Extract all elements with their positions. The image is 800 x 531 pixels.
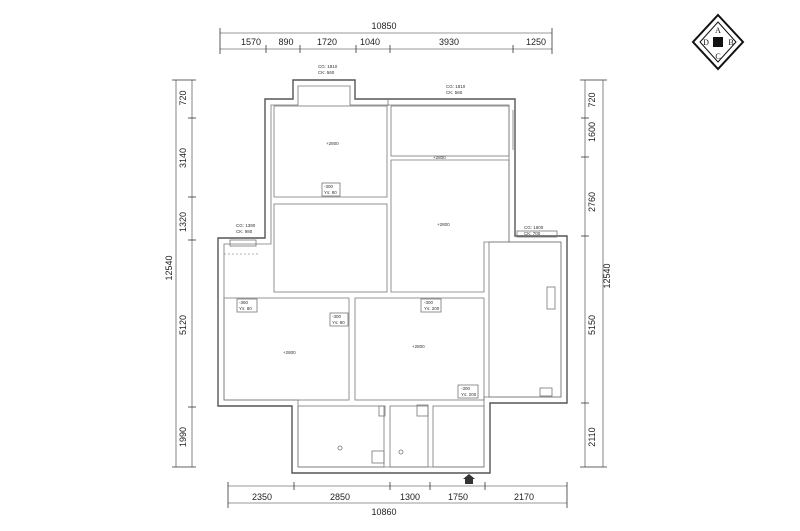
inner-wall-outline: [223, 85, 562, 468]
bottom-dimension-1: 2350: [252, 492, 272, 502]
right-dimension-1: 720: [587, 92, 597, 107]
balcony-top: [390, 105, 510, 157]
elevation-mark-4: +2800: [283, 350, 296, 355]
right-dimension-5: 2110: [587, 427, 597, 446]
compass-center-label: B: [728, 38, 733, 47]
beam-label-3-line2: Ys: 80: [332, 320, 345, 325]
top-dimension-5: 3930: [439, 37, 459, 47]
bathroom-left: [297, 405, 385, 468]
top-dimension-3: 1720: [317, 37, 337, 47]
beam-label-5-line1: -300: [461, 386, 471, 391]
room-middle-left: [273, 203, 388, 293]
window-label-1-line2: CK: 560: [318, 70, 335, 75]
bathroom-middle: [389, 405, 429, 468]
drain-middle: [398, 449, 404, 455]
bathroom-right: [432, 405, 485, 468]
top-dimension-1: 1570: [241, 37, 261, 47]
window-label-2-line1: CG: 1810: [446, 84, 466, 89]
elevation-mark-5: +2800: [412, 344, 425, 349]
top-dimension-2: 890: [278, 37, 293, 47]
top-dimension-chain: 10850 1570 890 1720 1040 3930 1250: [219, 21, 553, 54]
beam-label-3-line1: -300: [332, 314, 342, 319]
window-label-1-line1: CG: 1810: [318, 64, 338, 69]
bottom-dimension-4: 1750: [448, 492, 468, 502]
window-frame-right: [516, 230, 558, 238]
elevation-mark-3: +2800: [437, 222, 450, 227]
beam-label-5-line2: Ys: 200: [461, 392, 477, 397]
right-dimension-2: 1600: [587, 122, 597, 142]
left-total-dimension: 12540: [164, 255, 174, 280]
elevation-mark-1: +2800: [326, 141, 339, 146]
left-dimension-3: 1320: [178, 212, 188, 232]
elevation-mark-2: +2800: [433, 155, 446, 160]
window-label-4-line1: CG: 1600: [524, 225, 544, 230]
fixture-bath-right: [416, 404, 429, 417]
fixture-bath-top: [378, 405, 386, 417]
bottom-total-dimension: 10860: [371, 507, 396, 517]
window-frame-left: [229, 239, 257, 247]
right-total-dimension: 12540: [602, 263, 612, 288]
window-label-3-line1: CG: 1390: [236, 223, 256, 228]
left-dimension-1: 720: [178, 90, 188, 105]
beam-label-2-line1: -360: [239, 300, 249, 305]
elevation-marks: +2800 +2800 +2800 +2800 +2800: [283, 141, 450, 355]
bottom-dimension-3: 1300: [400, 492, 420, 502]
outer-wall-outline: [217, 79, 568, 474]
compass-icon: A D B C: [691, 13, 745, 71]
beam-label-1-line2: Ys: 80: [324, 190, 337, 195]
bottom-dimension-2: 2850: [330, 492, 350, 502]
left-dimension-2: 3140: [178, 148, 188, 168]
window-label-3-line2: CK: 980: [236, 229, 253, 234]
right-dimension-4: 5150: [587, 315, 597, 335]
left-dimension-4: 5120: [178, 315, 188, 335]
compass-bottom-label: C: [715, 52, 720, 61]
bottom-dimension-5: 2170: [514, 492, 534, 502]
fixture-bath-left: [371, 450, 385, 464]
living-room-outline: [390, 159, 510, 293]
compass-top-label: A: [715, 26, 721, 35]
compass-left-label: D: [703, 38, 709, 47]
bottom-dimension-chain: 2350 2850 1300 1750 2170 10860: [227, 482, 568, 517]
window-label-2-line2: CK: 560: [446, 90, 463, 95]
drain-left: [337, 445, 343, 451]
window-label-4-line2: CK: 700: [524, 231, 541, 236]
beam-label-1-line1: -300: [324, 184, 334, 189]
top-dimension-6: 1250: [526, 37, 546, 47]
entry-arrow-icon: [463, 474, 475, 484]
exterior-walls: [217, 79, 568, 474]
top-total-dimension: 10850: [371, 21, 396, 31]
beam-label-4-line1: -300: [424, 300, 434, 305]
beam-label-2-line2: Ys: 80: [239, 306, 252, 311]
room-right: [488, 241, 562, 398]
beam-label-4-line2: Ys: 200: [424, 306, 440, 311]
left-dimension-5: 1990: [178, 427, 188, 447]
top-dimension-4: 1040: [360, 37, 380, 47]
window-labels: CG: 1810 CK: 560 CG: 1810 CK: 560 CG: 13…: [236, 64, 544, 236]
room-bottom-left: [223, 297, 350, 401]
left-dimension-chain: 12540 720 3140 1320 5120 1990: [164, 79, 196, 468]
right-dimension-chain: 720 1600 2760 5150 2110 12540: [580, 79, 612, 468]
beam-labels: -300 Ys: 80 -360 Ys: 80 -300 Ys: 80 -300…: [236, 182, 479, 399]
interior-walls: [223, 99, 562, 468]
fixture-corner: [539, 387, 553, 397]
fixture-right-wall: [546, 286, 556, 310]
right-dimension-3: 2760: [587, 192, 597, 212]
